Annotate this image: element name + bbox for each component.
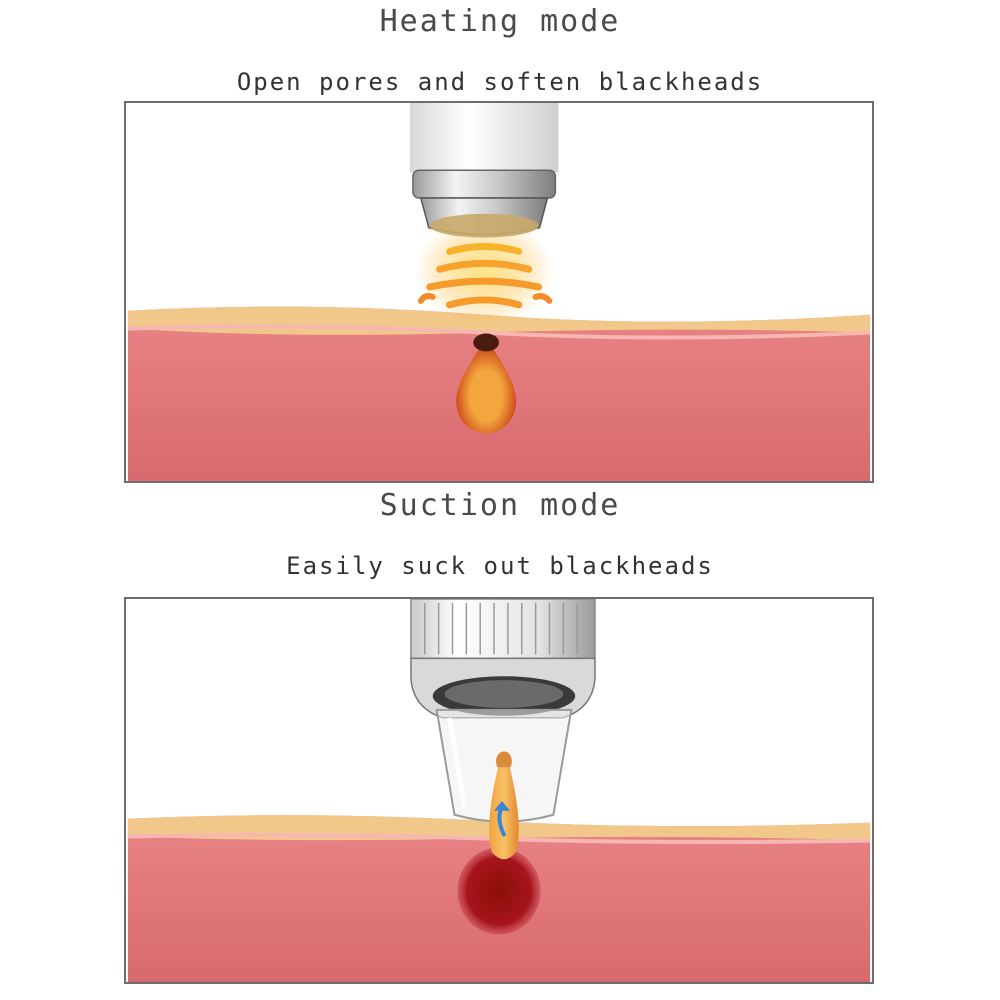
heat-waves-icon	[414, 216, 554, 326]
heating-probe-icon	[409, 103, 559, 238]
blackhead-plug-icon	[489, 751, 519, 860]
heating-mode-title: Heating mode	[379, 4, 621, 39]
suction-illustration-panel	[124, 597, 874, 984]
blackhead-icon	[456, 333, 517, 434]
suction-mode-subtitle: Easily suck out blackheads	[286, 552, 714, 580]
suction-arrow-icon	[494, 800, 510, 837]
suction-mode-title: Suction mode	[379, 488, 621, 523]
heating-illustration-panel	[124, 101, 874, 483]
heating-mode-subtitle: Open pores and soften blackheads	[236, 68, 764, 96]
blackhead-icon	[457, 847, 541, 935]
